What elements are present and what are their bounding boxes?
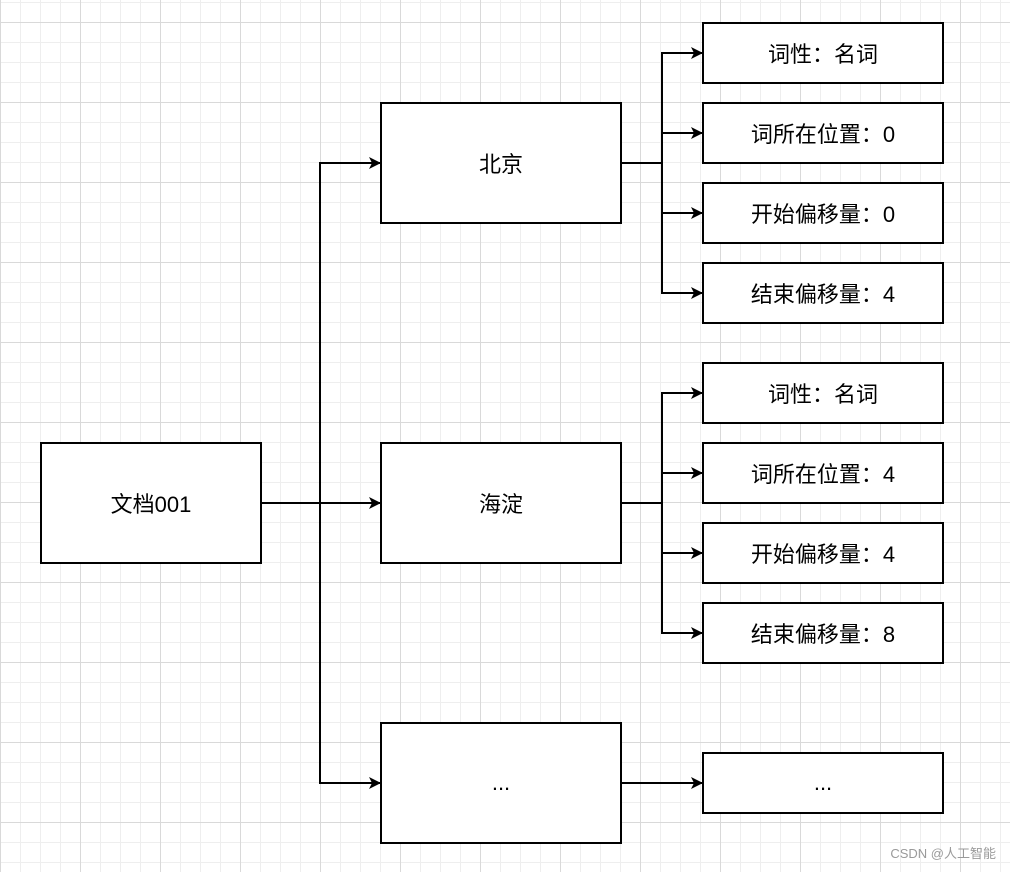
edge-haidian-to-end — [661, 503, 703, 639]
edge-beijing-to-pos — [622, 47, 703, 164]
edge-haidian-to-start — [661, 503, 703, 559]
beijing-attr-start-offset[interactable]: 开始偏移量：0 — [702, 182, 944, 244]
beijing-attr-end-offset[interactable]: 结束偏移量：4 — [702, 262, 944, 324]
edge-haidian-to-position — [661, 467, 703, 503]
haidian-attr-end-offset[interactable]: 结束偏移量：8 — [702, 602, 944, 664]
edge-beijing-to-end — [661, 163, 703, 299]
term-node-ellipsis[interactable]: ... — [380, 722, 622, 844]
ellipsis-attr-node[interactable]: ... — [702, 752, 944, 814]
term-node-haidian[interactable]: 海淀 — [380, 442, 622, 564]
term-node-beijing[interactable]: 北京 — [380, 102, 622, 224]
edge-root-to-beijing — [319, 157, 381, 503]
haidian-attr-pos[interactable]: 词性：名词 — [702, 362, 944, 424]
edge-haidian-to-pos — [622, 387, 703, 504]
root-document-node[interactable]: 文档001 — [40, 442, 262, 564]
edge-beijing-to-position — [661, 127, 703, 163]
edge-root-to-ellipsis — [319, 503, 381, 789]
edge-beijing-to-start — [661, 163, 703, 219]
beijing-attr-pos[interactable]: 词性：名词 — [702, 22, 944, 84]
haidian-attr-start-offset[interactable]: 开始偏移量：4 — [702, 522, 944, 584]
haidian-attr-position[interactable]: 词所在位置：4 — [702, 442, 944, 504]
watermark: CSDN @人工智能 — [890, 846, 996, 861]
beijing-attr-position[interactable]: 词所在位置：0 — [702, 102, 944, 164]
